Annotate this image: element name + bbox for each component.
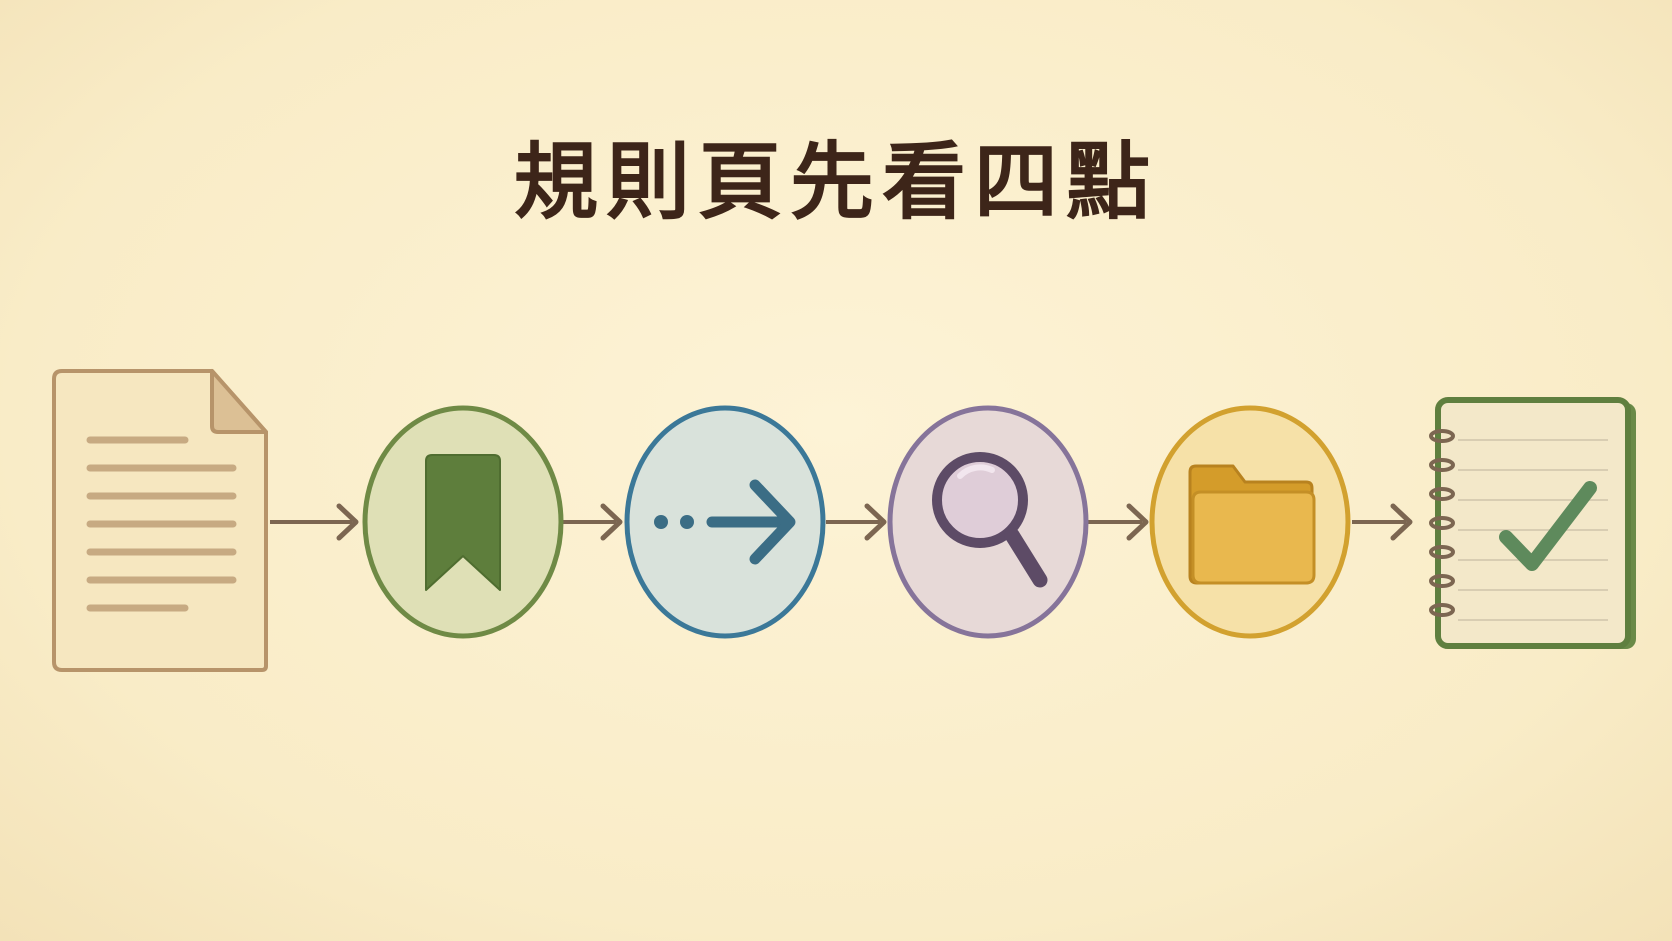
document-icon xyxy=(52,369,268,672)
connector-5 xyxy=(1352,503,1413,541)
connector-4 xyxy=(1088,503,1149,541)
connector-3 xyxy=(826,503,887,541)
next-step-node xyxy=(624,405,826,639)
checklist-notebook-icon xyxy=(1429,397,1636,649)
checkmark-icon xyxy=(1499,481,1597,571)
connector-2 xyxy=(562,503,623,541)
dotted-arrow-right-icon xyxy=(654,479,796,565)
bookmark-node xyxy=(362,405,564,639)
search-node xyxy=(887,405,1089,639)
folder-icon xyxy=(1188,464,1316,585)
folder-node xyxy=(1149,405,1351,639)
magnifier-icon xyxy=(932,452,1048,588)
connector-1 xyxy=(270,503,359,541)
bookmark-icon xyxy=(425,454,501,591)
page-title: 規則頁先看四點 xyxy=(513,132,1158,231)
